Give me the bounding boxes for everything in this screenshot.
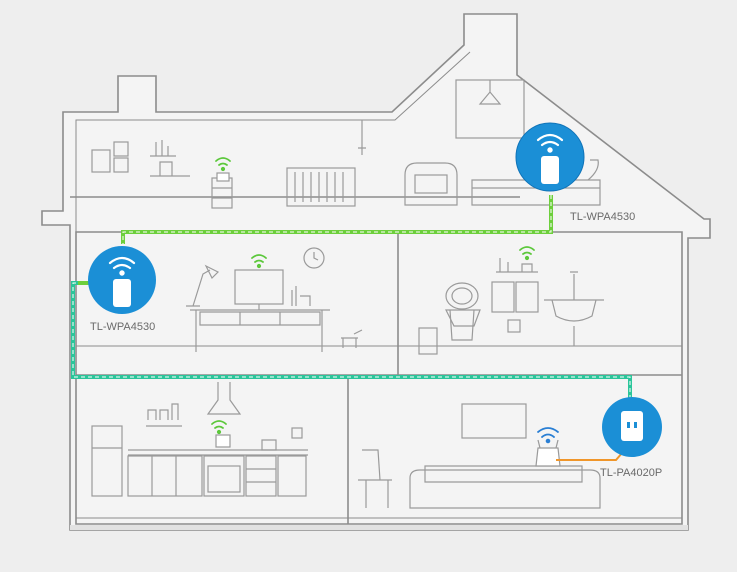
kitchen-furniture [91, 382, 308, 497]
wifi-extender-icon [536, 133, 564, 153]
wifi-extender-icon [108, 256, 136, 276]
living-room-furniture [358, 403, 601, 509]
attic-furniture [91, 79, 601, 209]
study-furniture [186, 247, 363, 352]
device-label-study: TL-WPA4530 [90, 321, 156, 333]
device-living-adapter [602, 397, 662, 457]
small-devices [215, 172, 561, 467]
powerline-links [71, 195, 632, 398]
device-label-attic: TL-WPA4530 [570, 211, 636, 223]
device-attic-extender [515, 122, 585, 192]
powerline-adapter-icon [621, 411, 643, 441]
wifi-signal-icons [211, 157, 559, 444]
bathroom-furniture [418, 258, 604, 355]
device-label-living: TL-PA4020P [600, 467, 663, 479]
device-study-extender [88, 246, 156, 314]
